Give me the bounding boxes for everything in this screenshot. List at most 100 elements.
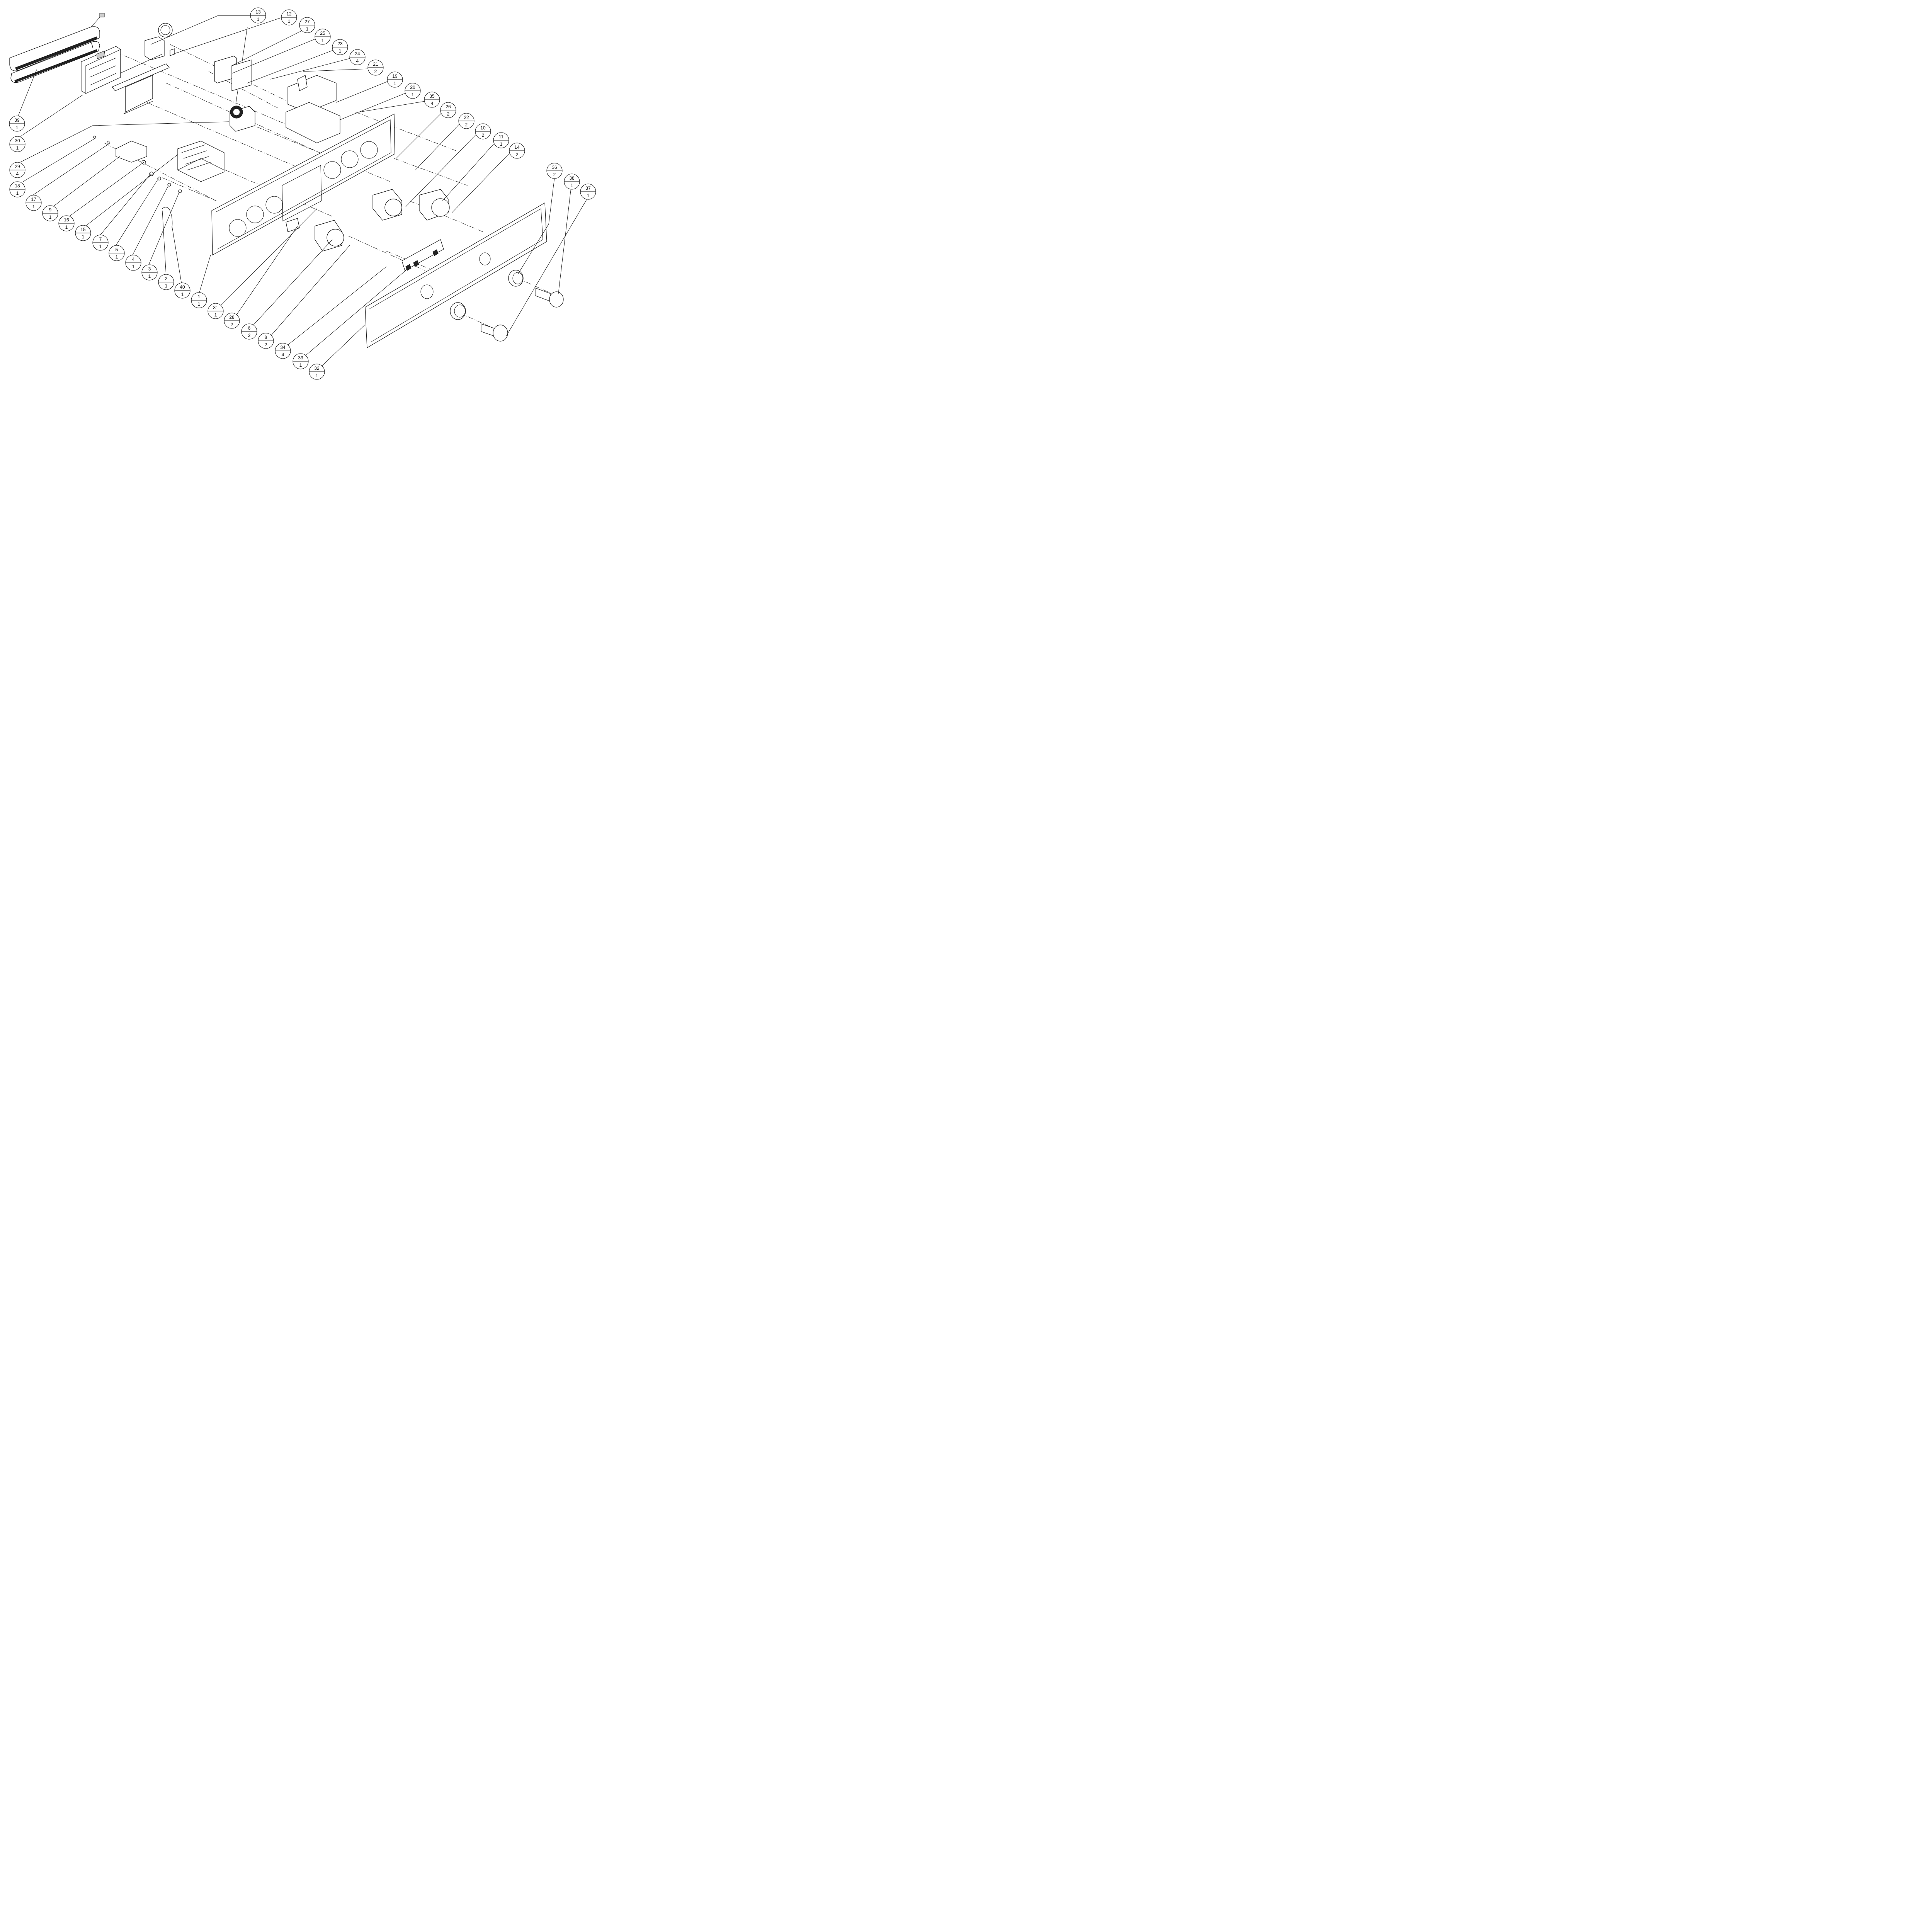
callout-quantity: 2	[465, 122, 468, 128]
callout-balloon: 311	[207, 303, 224, 319]
callout-quantity: 2	[516, 152, 519, 157]
callout-quantity: 1	[571, 183, 573, 188]
callout-item-number: 35	[429, 94, 435, 99]
callout-quantity: 1	[306, 26, 309, 32]
callout-balloon: 131	[250, 7, 266, 24]
callout-item-number: 23	[337, 41, 343, 46]
callout-balloon: 362	[546, 163, 563, 179]
callout-item-number: 9	[49, 207, 52, 213]
callout-item-number: 10	[480, 125, 486, 131]
callout-item-number: 31	[213, 305, 218, 310]
callout-item-number: 15	[80, 227, 86, 232]
callout-balloon: 222	[458, 113, 474, 129]
mounting-bracket	[112, 63, 170, 114]
callout-item-number: 22	[464, 115, 469, 120]
callout-quantity: 4	[282, 352, 284, 357]
callout-item-number: 25	[320, 31, 325, 36]
callout-balloon: 371	[580, 184, 596, 200]
callout-balloon: 171	[26, 195, 42, 211]
callout-item-number: 28	[229, 315, 235, 320]
callout-item-number: 11	[499, 134, 504, 139]
callout-quantity: 1	[316, 373, 318, 378]
callout-quantity: 2	[374, 69, 377, 74]
callout-item-number: 40	[180, 284, 185, 290]
callout-balloon: 161	[58, 215, 75, 231]
callout-item-number: 33	[298, 355, 303, 361]
callout-balloon: 251	[315, 29, 331, 45]
callout-balloon: 41	[125, 255, 141, 271]
callout-balloon: 401	[174, 282, 190, 299]
callout-quantity: 2	[553, 172, 556, 177]
callout-item-number: 5	[116, 247, 118, 252]
callout-quantity: 2	[447, 111, 450, 117]
callout-balloon: 262	[440, 102, 456, 118]
callout-item-number: 4	[132, 257, 135, 262]
callout-quantity: 1	[116, 254, 118, 260]
control-panel	[211, 114, 395, 256]
callout-balloon: 391	[9, 116, 25, 132]
callout-quantity: 2	[248, 333, 251, 338]
callout-balloon: 11	[191, 292, 207, 308]
callout-balloon: 31	[141, 264, 158, 281]
callout-quantity: 2	[231, 322, 233, 327]
callout-item-number: 36	[552, 165, 557, 170]
callout-quantity: 1	[214, 312, 217, 318]
callout-quantity: 1	[394, 81, 396, 86]
callout-balloon: 244	[349, 49, 366, 65]
cam-switch-block	[177, 141, 224, 182]
callout-item-number: 29	[15, 164, 20, 169]
callout-balloon: 301	[9, 136, 26, 152]
callout-item-number: 32	[314, 366, 320, 371]
callout-balloon: 151	[75, 225, 91, 241]
callout-item-number: 26	[446, 104, 451, 109]
knobs	[450, 270, 564, 342]
callout-balloon: 51	[109, 245, 125, 261]
rotary-units	[315, 189, 450, 252]
callout-balloon: 201	[405, 83, 421, 99]
callout-item-number: 38	[569, 175, 575, 181]
callout-item-number: 13	[255, 9, 261, 15]
callout-balloon: 142	[509, 143, 525, 159]
callout-item-number: 24	[355, 51, 360, 56]
callout-item-number: 18	[15, 183, 20, 189]
callout-quantity: 4	[431, 101, 434, 106]
callout-item-number: 3	[148, 266, 151, 272]
callout-quantity: 2	[482, 133, 485, 138]
callout-item-number: 2	[165, 276, 168, 281]
callout-balloon: 82	[258, 333, 274, 349]
callout-item-number: 14	[514, 145, 520, 150]
callout-balloon: 282	[224, 313, 240, 329]
callout-quantity: 1	[165, 283, 168, 289]
callout-balloon: 354	[424, 92, 440, 108]
callout-quantity: 1	[16, 125, 19, 130]
callout-quantity: 1	[16, 190, 19, 196]
callout-item-number: 34	[280, 345, 286, 350]
callout-quantity: 1	[82, 234, 85, 240]
callout-quantity: 1	[132, 264, 135, 269]
callout-item-number: 6	[248, 325, 251, 331]
callout-quantity: 1	[299, 362, 302, 368]
heating-element	[9, 13, 105, 83]
callout-quantity: 4	[16, 171, 19, 177]
callout-balloon: 121	[281, 9, 297, 26]
callout-item-number: 39	[14, 117, 20, 123]
callout-quantity: 1	[49, 214, 52, 220]
callout-quantity: 1	[181, 292, 184, 297]
callout-balloon: 71	[92, 235, 109, 251]
callout-quantity: 4	[356, 58, 359, 64]
callout-quantity: 1	[198, 301, 201, 307]
callout-balloon: 21	[158, 274, 174, 290]
callout-quantity: 1	[65, 224, 68, 230]
callout-item-number: 1	[198, 294, 201, 299]
leader-lines	[17, 15, 588, 367]
callout-item-number: 16	[64, 217, 69, 223]
callout-quantity: 1	[587, 193, 590, 198]
callout-quantity: 1	[32, 204, 35, 209]
callout-item-number: 20	[410, 85, 415, 90]
callout-quantity: 1	[321, 38, 324, 43]
callout-balloon: 331	[293, 353, 309, 369]
callout-balloon: 271	[299, 17, 315, 33]
callout-item-number: 8	[265, 335, 267, 340]
callout-balloon: 102	[475, 123, 491, 139]
